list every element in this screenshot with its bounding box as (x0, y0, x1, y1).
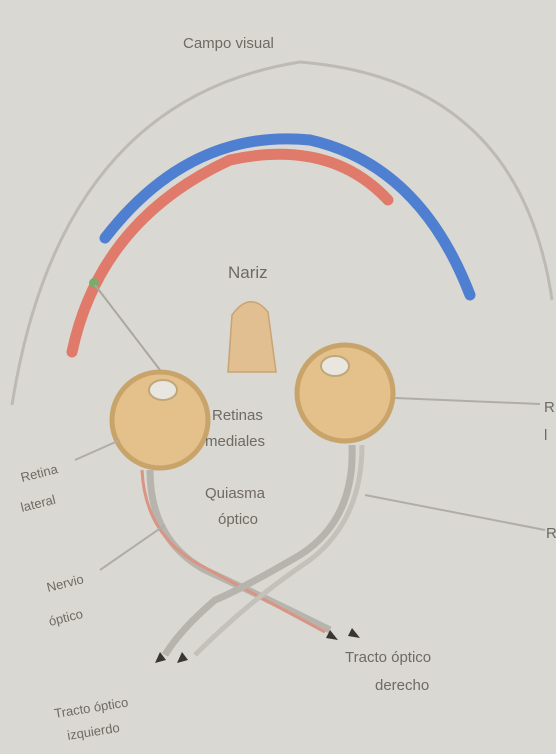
pointer-retina-lateral (75, 440, 120, 460)
right-edge-label-2: l (544, 427, 547, 444)
visual-field-outer-arc (12, 62, 552, 405)
gaze-line-left (95, 285, 160, 370)
nariz-label: Nariz (228, 263, 268, 282)
tracto-derecho-label-2: derecho (375, 677, 429, 694)
retina-lateral-label-2: lateral (19, 492, 57, 515)
tracto-izquierdo-label-2: izquierdo (66, 720, 120, 743)
tracto-derecho-label-1: Tracto óptico (345, 649, 431, 666)
pointer-nervio-optico (100, 525, 165, 570)
visual-field-blue-band (105, 139, 470, 295)
retina-lateral-label-1: Retina (19, 461, 60, 485)
pointer-right-edge-1 (395, 398, 540, 404)
right-edge-label-1: R (544, 399, 555, 416)
nervio-optico-label-1: Nervio (45, 571, 85, 595)
optic-nerve-right-medial (195, 445, 362, 655)
left-lens (149, 380, 177, 400)
fixation-marker (89, 278, 99, 288)
pointer-right-edge-2 (365, 495, 545, 530)
retinas-mediales-label-1: Retinas (212, 407, 263, 424)
nose-shape (228, 302, 276, 372)
quiasma-label-2: óptico (218, 511, 258, 528)
tract-arrow-left-2 (177, 652, 188, 663)
campo-visual-label: Campo visual (183, 35, 274, 52)
retinas-mediales-label-2: mediales (205, 433, 265, 450)
right-lens (321, 356, 349, 376)
tracto-izquierdo-label-1: Tracto óptico (53, 694, 129, 720)
quiasma-label-1: Quiasma (205, 485, 266, 502)
visual-field-red-band (72, 154, 388, 352)
right-edge-label-3: R (546, 525, 556, 542)
tract-arrow-right-2 (348, 628, 360, 638)
nervio-optico-label-2: óptico (47, 606, 84, 629)
